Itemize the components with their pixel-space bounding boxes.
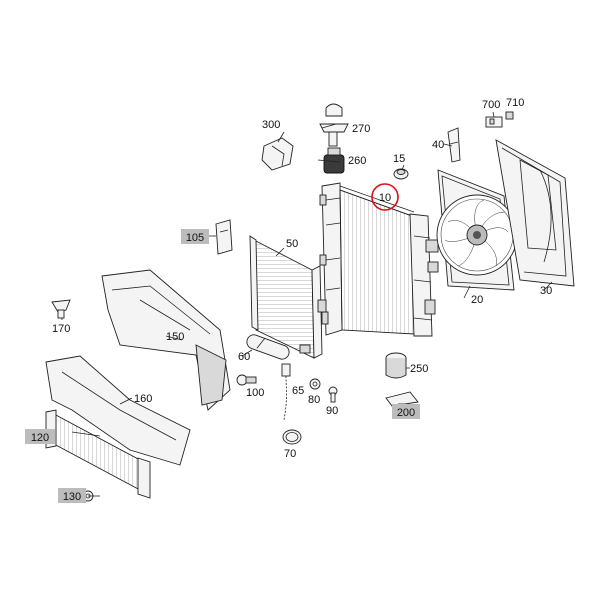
callout-120: 120	[31, 432, 49, 444]
callout-30: 30	[540, 285, 552, 297]
mount-bracket[interactable]	[447, 127, 461, 163]
callout-250: 250	[410, 363, 428, 375]
callout-150: 150	[166, 331, 184, 343]
fan-cowl[interactable]	[495, 139, 575, 287]
fan-shroud[interactable]	[436, 169, 518, 291]
callout-260: 260	[348, 155, 366, 167]
push-pin[interactable]	[319, 103, 349, 147]
leader-lines	[61, 111, 553, 497]
hose-fitting[interactable]	[281, 363, 291, 421]
seal-ring[interactable]	[282, 429, 302, 445]
callout-box-105	[181, 229, 209, 244]
fan-resistor[interactable]	[505, 111, 514, 120]
mount-clip[interactable]	[261, 137, 294, 171]
retaining-clip[interactable]	[215, 219, 233, 255]
callout-10: 10	[379, 192, 391, 204]
callout-80: 80	[308, 394, 320, 406]
callout-40: 40	[432, 139, 444, 151]
callout-50: 50	[286, 238, 298, 250]
drain-plug[interactable]	[236, 374, 257, 386]
callout-300: 300	[262, 119, 280, 131]
callout-labels: 10 15 20 30 40 50 60 65 70 80 90 100 150…	[25, 97, 552, 503]
callout-box-130	[58, 488, 86, 503]
callout-box-120	[25, 429, 55, 444]
callout-90: 90	[326, 405, 338, 417]
callout-70: 70	[284, 448, 296, 460]
air-duct-upper[interactable]	[101, 269, 231, 411]
callout-box-200	[392, 404, 420, 419]
callout-700: 700	[482, 99, 500, 111]
callout-710: 710	[506, 97, 524, 109]
clip-170[interactable]	[51, 299, 71, 319]
callout-170: 170	[52, 323, 70, 335]
rubber-mount[interactable]	[323, 147, 345, 174]
callout-200: 200	[397, 407, 415, 419]
callout-60: 60	[238, 351, 250, 363]
ac-condenser[interactable]	[249, 235, 327, 359]
air-duct-lower[interactable]	[45, 355, 191, 466]
radiator-cap[interactable]	[393, 168, 409, 180]
radiator[interactable]	[319, 182, 439, 337]
rubber-buffer[interactable]	[385, 352, 407, 379]
callout-15: 15	[393, 153, 405, 165]
callout-270: 270	[352, 123, 370, 135]
fan-connector[interactable]	[485, 116, 503, 128]
receiver-drier[interactable]	[245, 333, 291, 361]
callout-100: 100	[246, 387, 264, 399]
nut[interactable]	[309, 378, 321, 390]
callout-130: 130	[63, 491, 81, 503]
callout-20: 20	[471, 294, 483, 306]
callout-160: 160	[134, 393, 152, 405]
highlight-circle	[371, 183, 399, 211]
callout-105: 105	[186, 232, 204, 244]
callout-65: 65	[292, 385, 304, 397]
bolt[interactable]	[328, 386, 338, 403]
holder-bracket[interactable]	[385, 391, 419, 407]
